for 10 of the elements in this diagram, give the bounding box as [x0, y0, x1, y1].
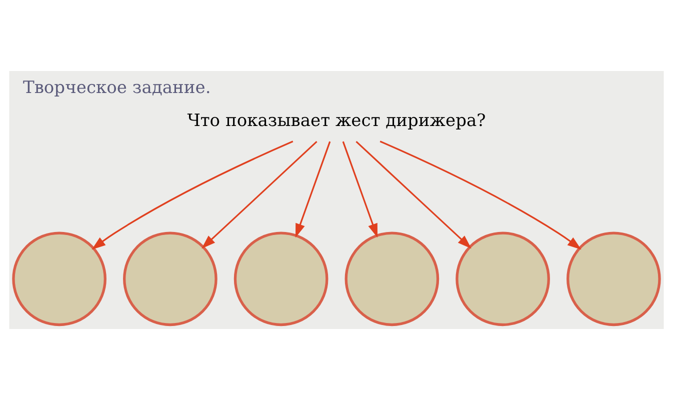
arrow [202, 140, 318, 249]
node-circle [344, 232, 440, 326]
node-circle [234, 232, 328, 326]
arrow [342, 141, 378, 238]
arrow [380, 140, 582, 250]
arrow [356, 140, 472, 249]
arrow [92, 140, 294, 250]
diagram-title: Творческое задание. [22, 78, 211, 98]
node-text: Что показывает жест дирижера? [187, 111, 486, 132]
arrow [295, 141, 331, 238]
